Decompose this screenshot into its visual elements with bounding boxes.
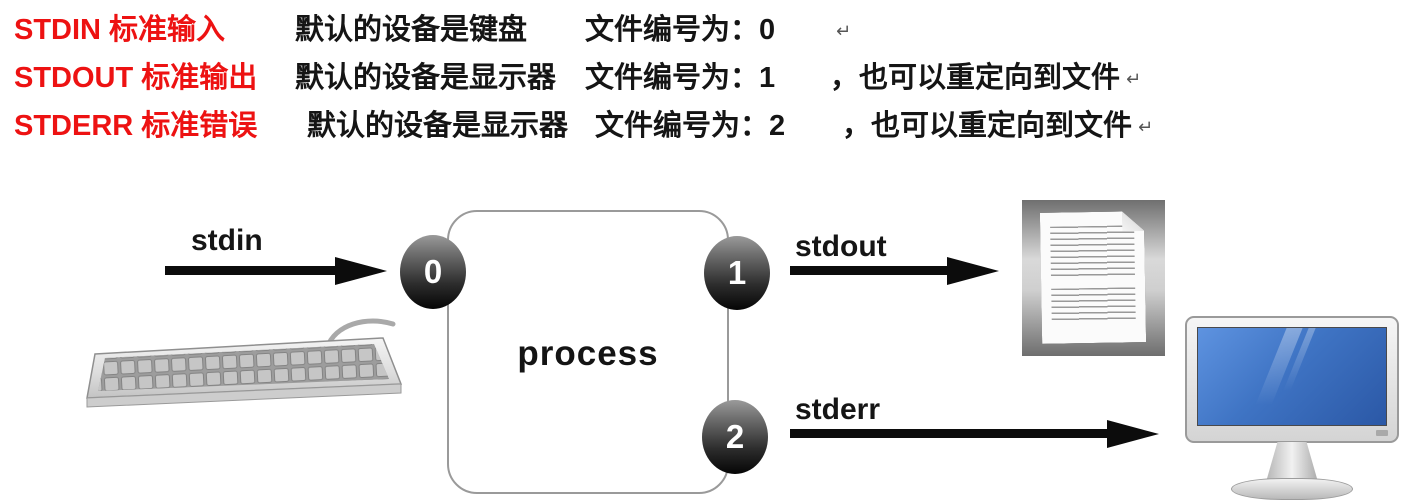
stdout-device-text: 默认的设备是显示器 (295, 62, 557, 94)
document-paper (1040, 211, 1146, 344)
monitor-screen (1197, 327, 1387, 426)
keyboard-icon (83, 314, 403, 408)
stderr-fd-text: 文件编号为：2 (595, 110, 786, 142)
document-text-lines (1051, 287, 1136, 322)
stdout-fd-text: 文件编号为：1 (585, 62, 776, 94)
stdin-term-label: STDIN 标准输入 (14, 14, 226, 46)
document-text-lines (1050, 225, 1135, 278)
process-label: process (517, 334, 659, 373)
stdin-arrow (165, 266, 335, 275)
monitor-stand (1266, 442, 1318, 482)
fd-circle-1: 1 (704, 236, 770, 310)
document-icon (1022, 200, 1165, 356)
definition-row-stdin: STDIN 标准输入 默认的设备是键盘 文件编号为：0 ↵ (14, 6, 851, 48)
definition-row-stdout: STDOUT 标准输出 默认的设备是显示器 文件编号为：1 ，也可以重定向到文件… (14, 54, 1141, 96)
definition-row-stderr: STDERR 标准错误 默认的设备是显示器 文件编号为：2 ，也可以重定向到文件… (14, 102, 1153, 144)
return-mark-icon: ↵ (1126, 69, 1142, 89)
stdout-arrow (790, 266, 947, 275)
stdin-device-text: 默认的设备是键盘 (295, 14, 528, 46)
stderr-extra-text: ，也可以重定向到文件 (842, 110, 1133, 142)
return-mark-icon: ↵ (836, 21, 852, 41)
stdin-stream-label: stdin (191, 224, 263, 257)
page-fold-icon (1122, 211, 1144, 231)
stderr-stream-label: stderr (795, 393, 881, 426)
stdin-fd-text: 文件编号为：0 (585, 14, 776, 46)
monitor-power-button-icon (1376, 430, 1388, 436)
process-box: process (447, 210, 729, 494)
stdout-stream-label: stdout (795, 230, 887, 263)
stderr-device-text: 默认的设备是显示器 (307, 110, 569, 142)
stdout-extra-text: ，也可以重定向到文件 (830, 62, 1121, 94)
stderr-arrow (790, 429, 1107, 438)
monitor-base (1231, 478, 1353, 500)
stdout-term-label: STDOUT 标准输出 (14, 62, 258, 94)
return-mark-icon: ↵ (1138, 117, 1154, 137)
monitor-icon (1185, 316, 1399, 500)
monitor-bezel (1185, 316, 1399, 443)
fd-circle-2: 2 (702, 400, 768, 474)
stderr-term-label: STDERR 标准错误 (14, 110, 258, 142)
fd-circle-0: 0 (400, 235, 466, 309)
